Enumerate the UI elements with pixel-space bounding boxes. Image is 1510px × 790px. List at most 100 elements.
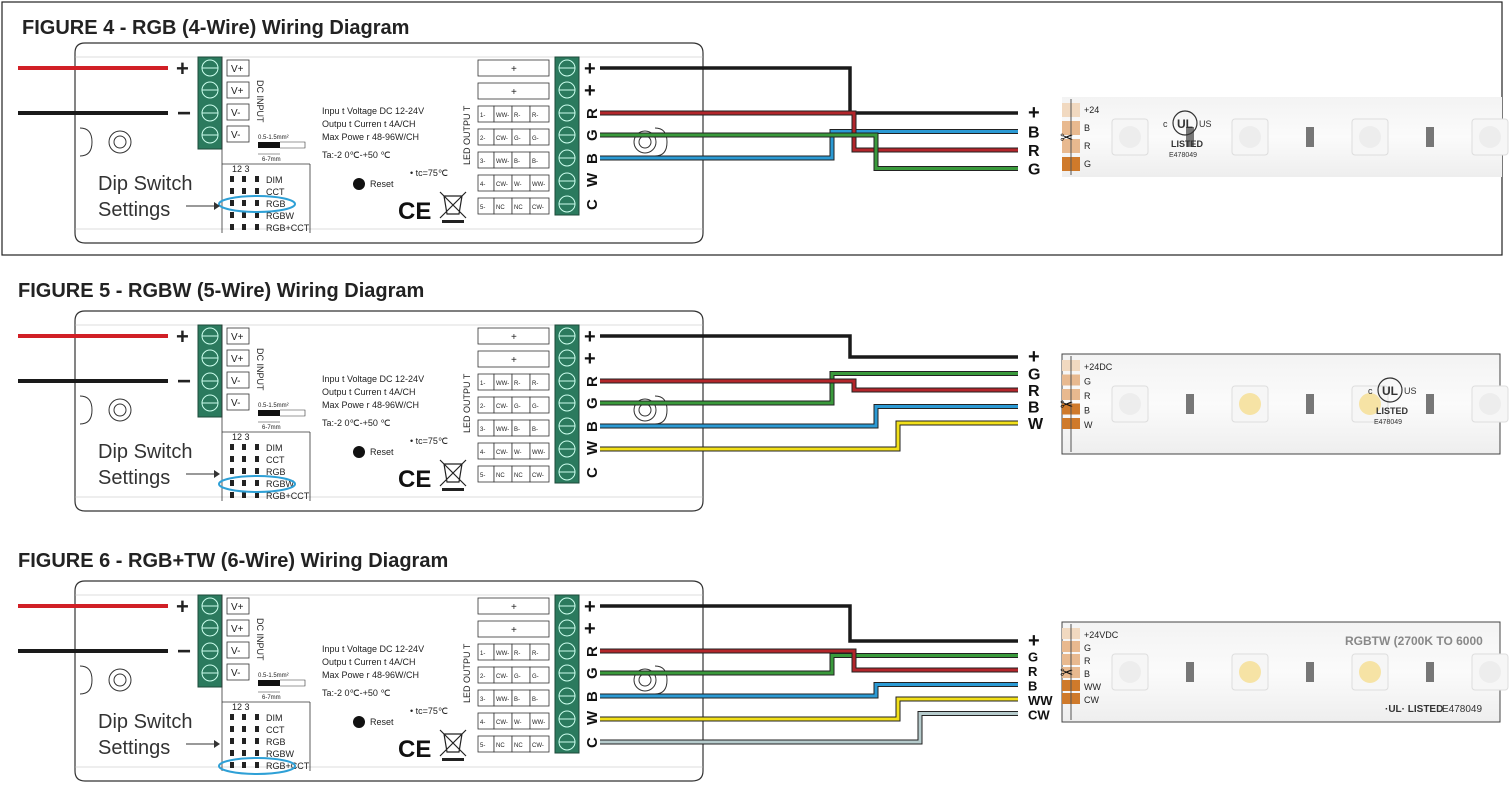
spec-line: Outpu t Curren t 4A/CH: [322, 119, 416, 129]
wire-end-label: R: [1028, 143, 1040, 160]
dip-switch-icon: [230, 468, 234, 474]
dip-switch-icon: [255, 738, 259, 744]
dip-switch-icon: [230, 762, 234, 768]
input-label: V+: [231, 86, 244, 97]
dc-input-label: DC INPUT: [255, 348, 265, 391]
arrow-head-icon: [214, 470, 220, 478]
wire-insulation-icon: [258, 410, 280, 416]
output-table-text: 5-: [480, 743, 485, 749]
wire-gauge-label: 0.5-1.5mm²: [258, 403, 289, 409]
dip-switch-icon: [242, 176, 246, 182]
output-table-text: WW-: [496, 427, 509, 433]
led-emitter: [1239, 661, 1261, 683]
input-label: V-: [231, 108, 240, 119]
input-label-box: [226, 393, 250, 411]
input-label-box: [226, 327, 250, 345]
input-label: V+: [231, 602, 244, 613]
wire-end-label: G: [1028, 650, 1038, 665]
output-table-text: CW-: [496, 450, 508, 456]
wire-end-label: G: [1028, 162, 1040, 179]
output-terminal-letter: +: [584, 326, 596, 348]
output-table-text: NC: [496, 473, 505, 479]
wire-end-label: W: [1028, 416, 1044, 433]
output-terminal-letter: R: [584, 646, 601, 657]
wire-end-label: CW: [1028, 708, 1050, 723]
dip-switch-icon: [242, 188, 246, 194]
spec-line: Inpu t Voltage DC 12-24V: [322, 106, 424, 116]
reset-button-icon: [353, 178, 365, 190]
dip-switch-icon: [242, 200, 246, 206]
led-emitter: [1479, 126, 1501, 148]
led-emitter: [1119, 126, 1141, 148]
output-wire-positive: [600, 334, 1018, 359]
dip-switch-icon: [230, 176, 234, 182]
output-terminal-letter: G: [584, 397, 601, 409]
ul-number: E478049: [1374, 419, 1402, 426]
input-label: V+: [231, 354, 244, 365]
output-table-text: B-: [514, 697, 520, 703]
led-output-label: LED OUTPU T: [462, 105, 472, 165]
output-plus-label: +: [511, 64, 517, 75]
resistor-icon: [1426, 127, 1434, 147]
wire-strand-icon: [280, 409, 306, 417]
strip-pad-label: R: [1084, 141, 1091, 151]
input-label: V-: [231, 376, 240, 387]
dip-setting-label: RGB+CCT: [266, 761, 310, 771]
output-terminal-letter: G: [584, 129, 601, 141]
minus-sign: −: [177, 100, 191, 127]
output-table-text: G-: [532, 674, 539, 680]
strip-pad-label: WW: [1084, 682, 1101, 692]
arrow-head-icon: [214, 740, 220, 748]
dip-switch-icon: [242, 224, 246, 230]
output-table-text: G-: [514, 404, 521, 410]
ul-mark: UL: [1382, 384, 1398, 398]
strip-pad-label: +24DC: [1084, 362, 1113, 372]
mounting-hole-inner: [113, 673, 127, 687]
ce-mark: CE: [398, 466, 431, 493]
input-label: V-: [231, 398, 240, 409]
output-table-text: 5-: [480, 205, 485, 211]
dip-switch-icon: [242, 750, 246, 756]
dip-switch-icon: [255, 444, 259, 450]
wire-end-label: +: [1028, 346, 1040, 368]
output-terminal-letter: W: [584, 440, 601, 455]
input-label-box: [226, 59, 250, 77]
minus-sign: −: [177, 638, 191, 665]
dip-switch-icon: [230, 738, 234, 744]
weee-bin-icon: [439, 191, 467, 219]
strip-length-label: 6-7mm: [262, 157, 281, 163]
selected-setting-ellipse: [218, 475, 296, 493]
output-wire-b: [600, 683, 1018, 698]
dip-setting-label: RGB: [266, 737, 286, 747]
reset-button-icon: [353, 446, 365, 458]
resistor-icon: [1306, 662, 1314, 682]
output-table-text: 3-: [480, 427, 485, 433]
mounting-slot: [79, 395, 93, 425]
dip-switch-icon: [242, 726, 246, 732]
output-table-text: CW-: [532, 205, 544, 211]
output-table-text: NC: [496, 743, 505, 749]
input-label-box: [226, 349, 250, 367]
strip-pad-label: B: [1084, 406, 1090, 416]
plus-sign: +: [176, 56, 189, 81]
input-label-box: [226, 597, 250, 615]
output-table-cell: [529, 419, 550, 437]
plus-sign: +: [176, 324, 189, 349]
dip-switch-icon: [255, 480, 259, 486]
plus-sign: +: [176, 594, 189, 619]
weee-bin-icon: [439, 459, 467, 487]
output-table-cell: [529, 689, 550, 707]
dip-switch-icon: [255, 224, 259, 230]
dip-numbers: 12 3: [232, 164, 250, 174]
strip-pad-label: R: [1084, 391, 1091, 401]
ce-mark: CE: [398, 198, 431, 225]
output-plus-box: [477, 620, 550, 638]
output-wire-positive: [600, 604, 1018, 643]
led-output-label: LED OUTPU T: [462, 373, 472, 433]
mounting-slot: [654, 665, 668, 695]
output-table-cell: [529, 666, 550, 684]
mounting-hole: [108, 668, 132, 692]
wire-end-label: +: [1028, 102, 1040, 124]
dip-switch-icon: [255, 750, 259, 756]
